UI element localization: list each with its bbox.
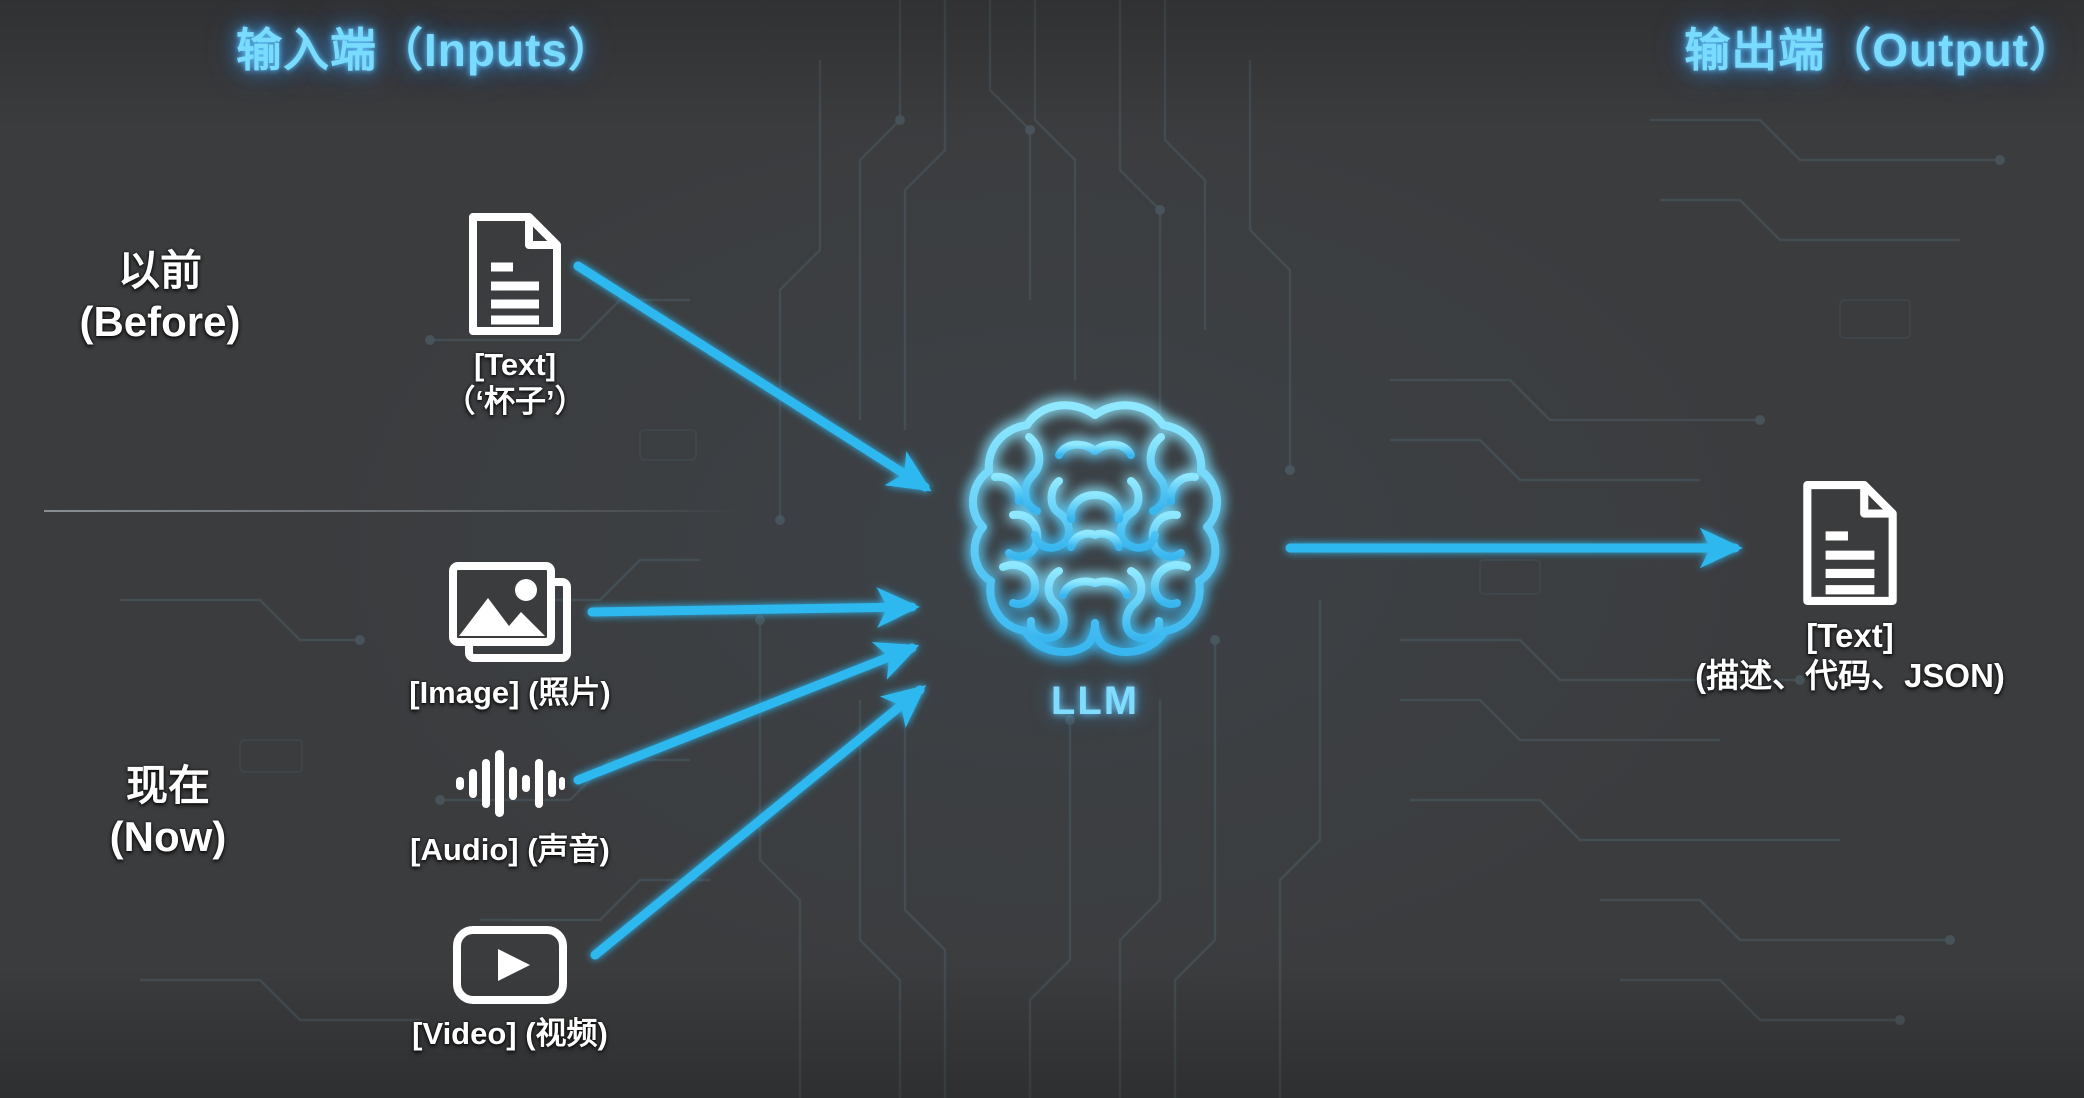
input-text-sublabel: （‘杯子’） (444, 384, 586, 420)
brain-icon (969, 401, 1221, 657)
output-label: [Text] (1806, 617, 1894, 654)
input-modality-video[interactable]: [Video] (视频) (340, 925, 680, 1052)
audio-waveform-icon-wrap (454, 745, 566, 821)
era-before-en: (Before) (79, 298, 241, 346)
page-title-output: 输出端（Output） (1684, 24, 2076, 76)
input-modality-image[interactable]: [Image] (照片) (340, 560, 680, 711)
era-now-en: (Now) (109, 813, 227, 861)
input-video-caption: [Video] (视频) (412, 1016, 608, 1051)
photo-stack-icon (449, 562, 571, 662)
input-modality-text[interactable]: [Text] （‘杯子’） (345, 212, 685, 420)
page-title-inputs: 输入端（Inputs） (236, 24, 615, 76)
llm-model-block[interactable]: LLM (925, 385, 1265, 724)
document-icon-wrap (467, 212, 563, 336)
audio-waveform-icon (456, 750, 565, 817)
document-icon (469, 213, 561, 335)
input-image-caption: [Image] (照片) (409, 675, 611, 710)
era-divider (44, 510, 744, 512)
input-text-label: [Text] (473, 347, 557, 382)
photo-stack-icon-wrap (447, 560, 573, 664)
output-block[interactable]: [Text] (描述、代码、JSON) (1570, 480, 2084, 697)
input-text-caption: [Text] （‘杯子’） (444, 346, 585, 420)
output-sublabel: (描述、代码、JSON) (1695, 657, 2005, 695)
era-label-before: 以前 (Before) (30, 245, 290, 347)
era-now-cn: 现在 (125, 762, 210, 809)
era-before-cn: 以前 (117, 247, 202, 294)
input-modality-audio[interactable]: [Audio] (声音) (340, 745, 680, 868)
output-caption: [Text] (描述、代码、JSON) (1695, 616, 2005, 697)
input-audio-caption: [Audio] (声音) (410, 832, 610, 867)
video-play-icon-wrap (452, 925, 568, 1005)
era-label-now: 现在 (Now) (38, 760, 298, 862)
llm-label: LLM (1050, 679, 1140, 723)
video-play-icon (453, 926, 567, 1004)
document-icon (1803, 481, 1897, 605)
